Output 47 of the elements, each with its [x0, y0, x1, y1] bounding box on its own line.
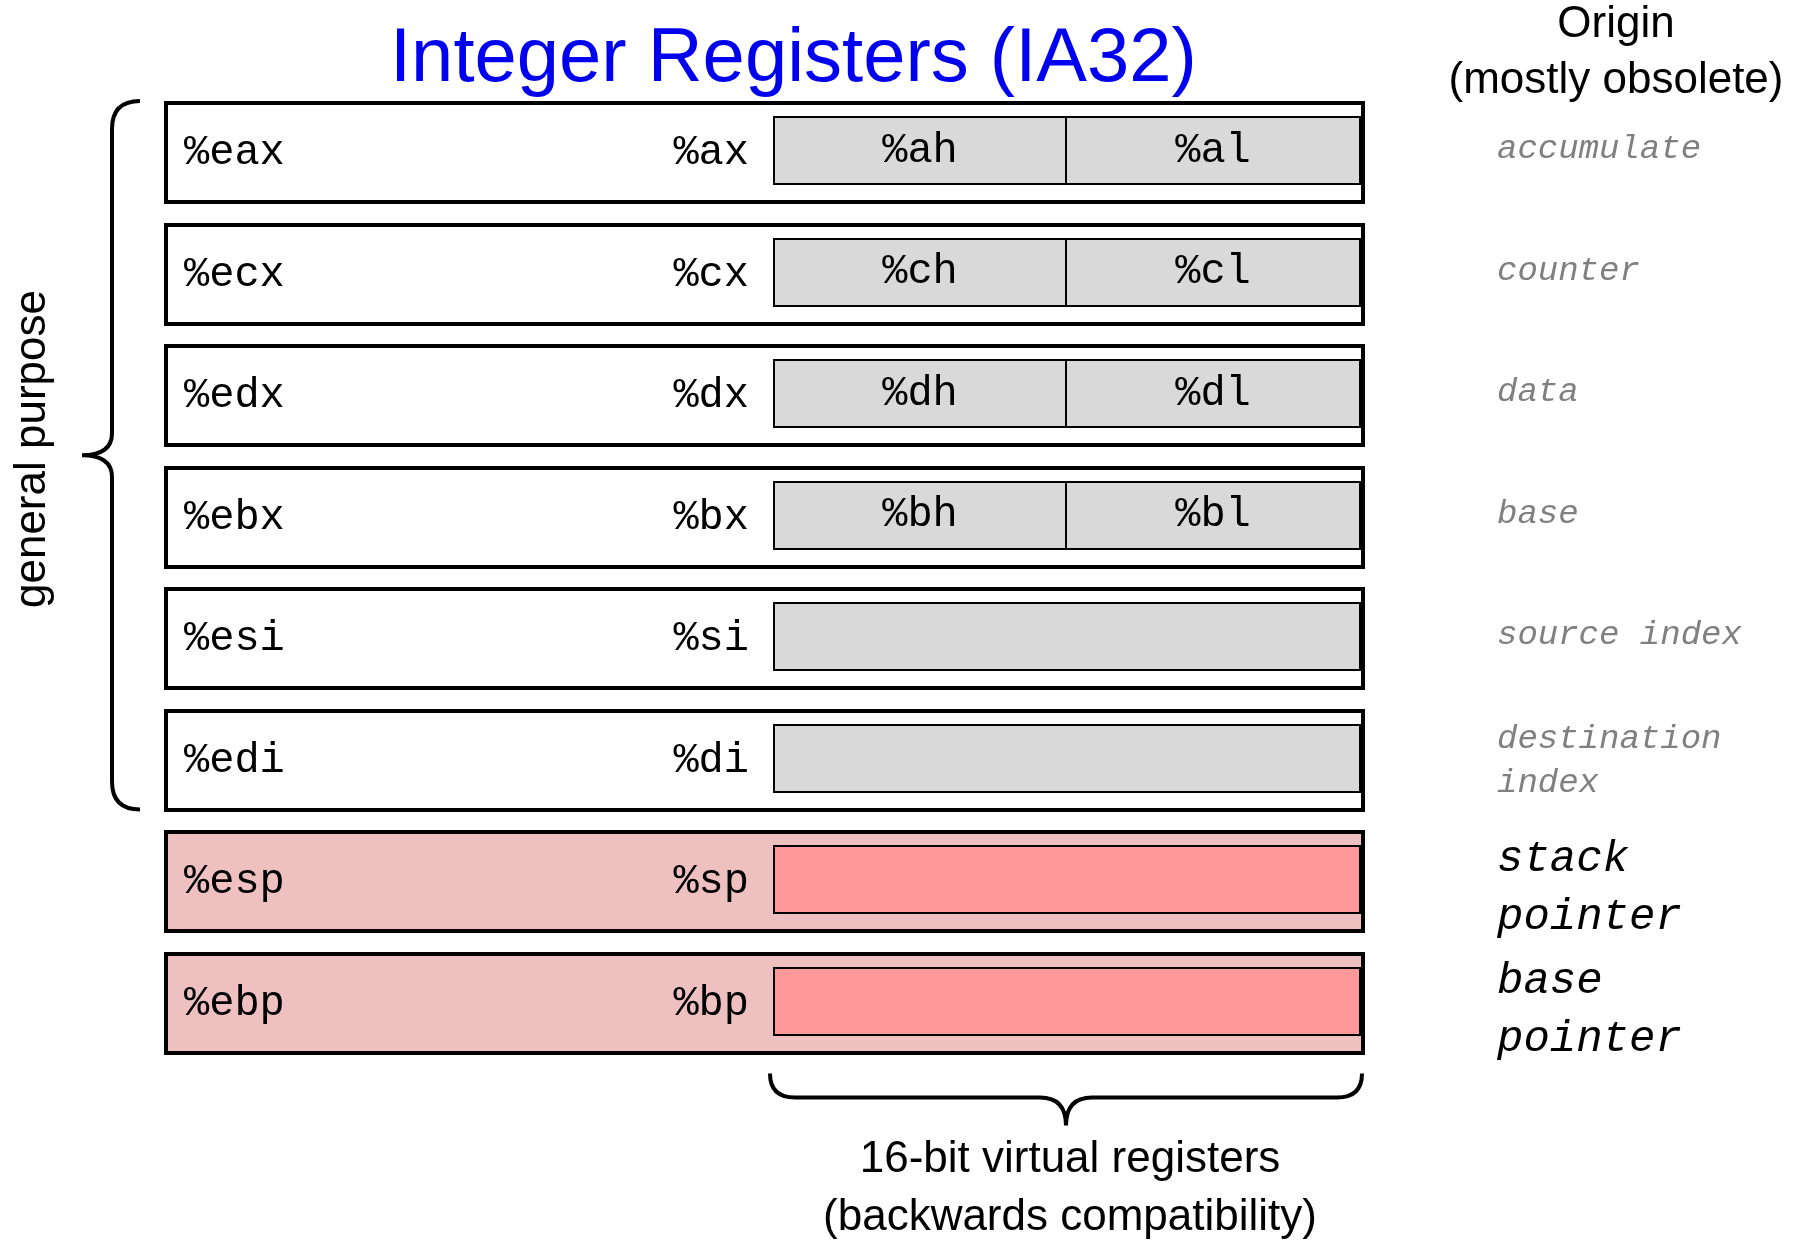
register-name: %edi: [184, 736, 285, 785]
register-box: [164, 587, 1365, 690]
bracket-caption: 16-bit virtual registers (backwards compatibility): [822, 1131, 1318, 1241]
register-name: %si: [673, 615, 749, 663]
register-part-box: [773, 966, 1361, 1036]
register-name: %cx: [673, 250, 749, 299]
register-name: %sp: [673, 858, 749, 906]
sub-register-box: %al: [1065, 116, 1361, 185]
register-name: %bx: [673, 493, 749, 542]
register-box: [164, 101, 1365, 204]
register-origin-note: counter: [1497, 250, 1641, 292]
register-box: [164, 708, 1365, 812]
register-origin-note: source index: [1497, 615, 1743, 656]
sub-register-box: %bl: [1065, 480, 1361, 550]
register-name: %edx: [184, 372, 285, 420]
column-heading: Origin (mostly obsolete): [1447, 0, 1785, 104]
register-part-box: [773, 723, 1361, 793]
sub-register-box: %ch: [773, 237, 1067, 307]
register-box: [164, 222, 1365, 326]
title: Integer Registers (IA32): [390, 11, 1197, 99]
sub-register-box: %dh: [773, 359, 1067, 428]
register-name: %ebp: [184, 979, 285, 1028]
register-name: %ecx: [184, 250, 285, 299]
register-part-box: [773, 845, 1361, 914]
register-origin-note: base: [1497, 493, 1580, 535]
register-origin-note: accumulate: [1497, 129, 1703, 170]
register-origin-note: data: [1497, 372, 1580, 413]
register-box: [164, 344, 1365, 447]
sub-register-box: %dl: [1065, 359, 1361, 428]
register-origin-note: base pointer: [1497, 954, 1683, 1066]
group-label: general purpose: [5, 289, 55, 610]
register-name: %esi: [184, 615, 285, 663]
sub-register-box: %ah: [773, 116, 1067, 185]
register-box: [164, 830, 1365, 933]
register-part-box: [773, 602, 1361, 671]
register-origin-note: destination index: [1497, 718, 1723, 804]
sub-register-box: %bh: [773, 480, 1067, 550]
register-name: %eax: [184, 129, 285, 177]
register-name: %ebx: [184, 493, 285, 542]
register-box: [164, 951, 1365, 1055]
register-name: %esp: [184, 858, 285, 906]
register-name: %dx: [673, 372, 749, 420]
register-name: %bp: [673, 979, 749, 1028]
register-name: %di: [673, 736, 749, 785]
sub-register-box: %cl: [1065, 237, 1361, 307]
register-name: %ax: [673, 129, 749, 177]
register-box: [164, 465, 1365, 569]
